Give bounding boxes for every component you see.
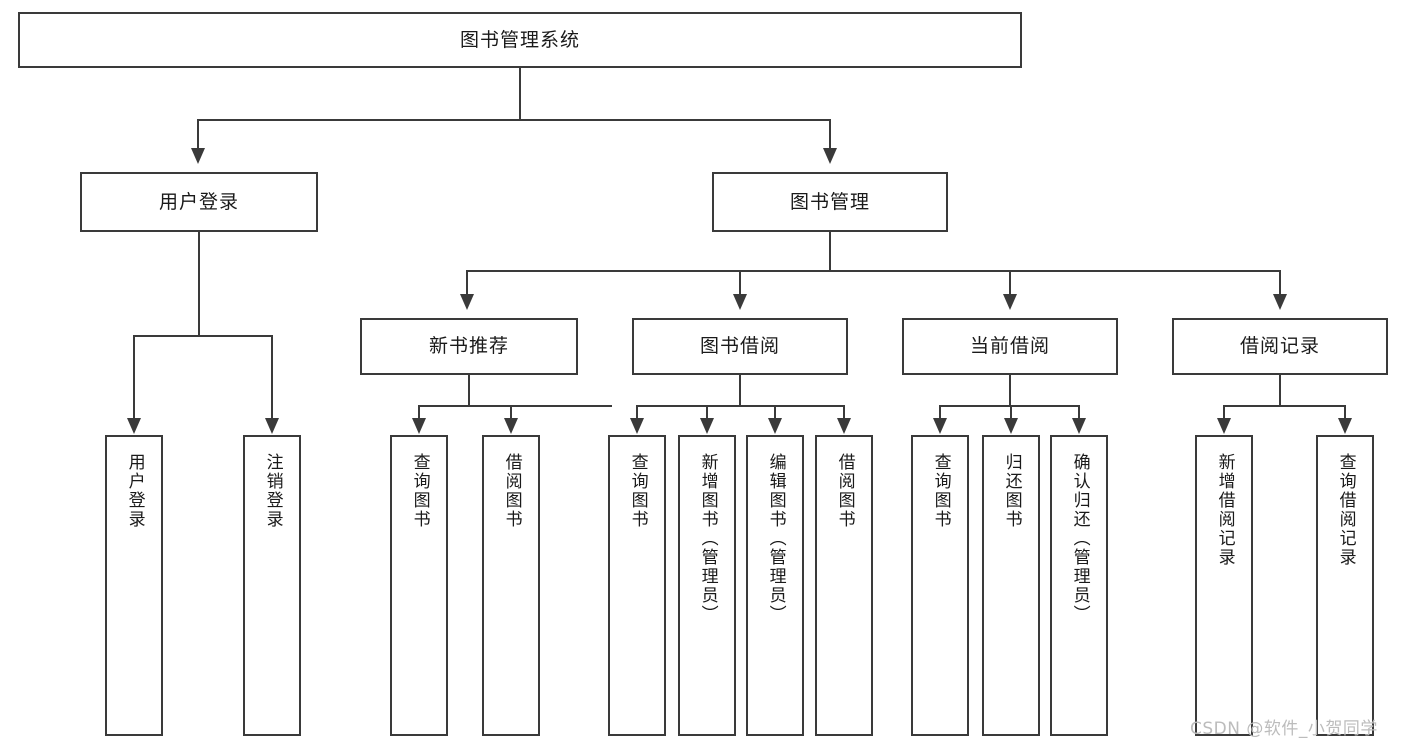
leaf-new-book-query[interactable]: 查询图书 bbox=[390, 435, 448, 736]
node-label: 查询图书 bbox=[409, 453, 430, 529]
connector-new-book-bar bbox=[418, 405, 612, 407]
node-new-book-recommend[interactable]: 新书推荐 bbox=[360, 318, 578, 375]
connector-to-borrow-record bbox=[1279, 270, 1281, 295]
connector-current-borrow-leaf-1 bbox=[939, 405, 941, 418]
connector-new-book-leaf-2 bbox=[510, 405, 512, 418]
node-label: 借阅图书 bbox=[501, 453, 522, 529]
connector-root-stem bbox=[519, 68, 521, 120]
connector-current-borrow-bar bbox=[939, 405, 1079, 407]
arrow-current-borrow-leaf-1 bbox=[933, 418, 947, 434]
connector-root-to-book-mgmt bbox=[829, 119, 831, 149]
node-label: 图书管理 bbox=[789, 190, 870, 213]
node-label: 归还图书 bbox=[1001, 453, 1022, 529]
node-label: 图书管理系统 bbox=[459, 28, 580, 51]
connector-current-borrow-leaf-3 bbox=[1078, 405, 1080, 418]
leaf-current-borrow-return[interactable]: 归还图书 bbox=[982, 435, 1040, 736]
node-label: 编辑图书（管理员） bbox=[765, 453, 786, 624]
arrow-borrow-record-leaf-2 bbox=[1338, 418, 1352, 434]
arrow-book-borrow-leaf-3 bbox=[768, 418, 782, 434]
node-label: 查询图书 bbox=[627, 453, 648, 529]
arrow-book-borrow-leaf-2 bbox=[700, 418, 714, 434]
node-current-borrow[interactable]: 当前借阅 bbox=[902, 318, 1118, 375]
connector-new-book-stem bbox=[468, 375, 470, 406]
node-label: 查询借阅记录 bbox=[1335, 453, 1356, 567]
node-root-system[interactable]: 图书管理系统 bbox=[18, 12, 1022, 68]
connector-user-login-bar bbox=[133, 335, 271, 337]
connector-to-new-book bbox=[466, 270, 468, 295]
connector-new-book-leaf-1 bbox=[418, 405, 420, 418]
connector-user-login-leaf-2 bbox=[271, 335, 273, 418]
leaf-new-book-borrow[interactable]: 借阅图书 bbox=[482, 435, 540, 736]
node-label: 用户登录 bbox=[124, 453, 145, 529]
connector-user-login-stem bbox=[198, 232, 200, 336]
arrow-current-borrow-leaf-3 bbox=[1072, 418, 1086, 434]
connector-book-borrow-leaf-4 bbox=[843, 405, 845, 418]
arrow-book-borrow-leaf-1 bbox=[630, 418, 644, 434]
connector-to-book-borrow bbox=[739, 270, 741, 295]
node-label: 查询图书 bbox=[930, 453, 951, 529]
node-label: 新书推荐 bbox=[428, 335, 509, 358]
node-label: 当前借阅 bbox=[969, 335, 1050, 358]
leaf-book-borrow-edit[interactable]: 编辑图书（管理员） bbox=[746, 435, 804, 736]
leaf-user-login-logout[interactable]: 注销登录 bbox=[243, 435, 301, 736]
connector-borrow-record-stem bbox=[1279, 375, 1281, 406]
connector-book-borrow-leaf-3 bbox=[774, 405, 776, 418]
arrow-new-book-leaf-1 bbox=[412, 418, 426, 434]
arrow-to-borrow-record bbox=[1273, 294, 1287, 310]
node-book-borrow[interactable]: 图书借阅 bbox=[632, 318, 848, 375]
node-label: 新增图书（管理员） bbox=[697, 453, 718, 624]
node-label: 借阅记录 bbox=[1239, 335, 1320, 358]
leaf-borrow-record-add[interactable]: 新增借阅记录 bbox=[1195, 435, 1253, 736]
node-borrow-record[interactable]: 借阅记录 bbox=[1172, 318, 1388, 375]
connector-book-borrow-leaf-2 bbox=[706, 405, 708, 418]
connector-book-borrow-leaf-1 bbox=[636, 405, 638, 418]
connector-book-mgmt-stem bbox=[829, 232, 831, 271]
connector-book-mgmt-bar bbox=[466, 270, 1280, 272]
arrow-new-book-leaf-2 bbox=[504, 418, 518, 434]
connector-book-borrow-stem bbox=[739, 375, 741, 406]
arrow-user-login-leaf-2 bbox=[265, 418, 279, 434]
connector-root-to-user-login bbox=[197, 119, 199, 149]
node-label: 借阅图书 bbox=[834, 453, 855, 529]
leaf-current-borrow-confirm[interactable]: 确认归还（管理员） bbox=[1050, 435, 1108, 736]
connector-current-borrow-stem bbox=[1009, 375, 1011, 406]
arrow-to-book-borrow bbox=[733, 294, 747, 310]
arrow-user-login-leaf-1 bbox=[127, 418, 141, 434]
connector-borrow-record-leaf-1 bbox=[1223, 405, 1225, 418]
node-user-login[interactable]: 用户登录 bbox=[80, 172, 318, 232]
node-label: 用户登录 bbox=[158, 190, 239, 213]
arrow-to-new-book bbox=[460, 294, 474, 310]
connector-borrow-record-leaf-2 bbox=[1344, 405, 1346, 418]
connector-user-login-leaf-1 bbox=[133, 335, 135, 418]
arrow-book-borrow-leaf-4 bbox=[837, 418, 851, 434]
node-label: 新增借阅记录 bbox=[1214, 453, 1235, 567]
arrow-borrow-record-leaf-1 bbox=[1217, 418, 1231, 434]
connector-root-bar bbox=[197, 119, 831, 121]
leaf-book-borrow-query[interactable]: 查询图书 bbox=[608, 435, 666, 736]
arrow-root-to-book-mgmt bbox=[823, 148, 837, 164]
watermark-text: CSDN @软件_小贺同学 bbox=[1190, 719, 1378, 739]
node-book-management[interactable]: 图书管理 bbox=[712, 172, 948, 232]
connector-to-current-borrow bbox=[1009, 270, 1011, 295]
connector-book-borrow-bar bbox=[636, 405, 845, 407]
leaf-current-borrow-query[interactable]: 查询图书 bbox=[911, 435, 969, 736]
leaf-book-borrow-add[interactable]: 新增图书（管理员） bbox=[678, 435, 736, 736]
leaf-borrow-record-query[interactable]: 查询借阅记录 bbox=[1316, 435, 1374, 736]
arrow-root-to-user-login bbox=[191, 148, 205, 164]
arrow-current-borrow-leaf-2 bbox=[1004, 418, 1018, 434]
node-label: 注销登录 bbox=[262, 453, 283, 529]
connector-current-borrow-leaf-2 bbox=[1010, 405, 1012, 418]
node-label: 图书借阅 bbox=[699, 335, 780, 358]
arrow-to-current-borrow bbox=[1003, 294, 1017, 310]
connector-borrow-record-bar bbox=[1223, 405, 1345, 407]
node-label: 确认归还（管理员） bbox=[1069, 453, 1090, 624]
leaf-book-borrow-borrow[interactable]: 借阅图书 bbox=[815, 435, 873, 736]
leaf-user-login-login[interactable]: 用户登录 bbox=[105, 435, 163, 736]
